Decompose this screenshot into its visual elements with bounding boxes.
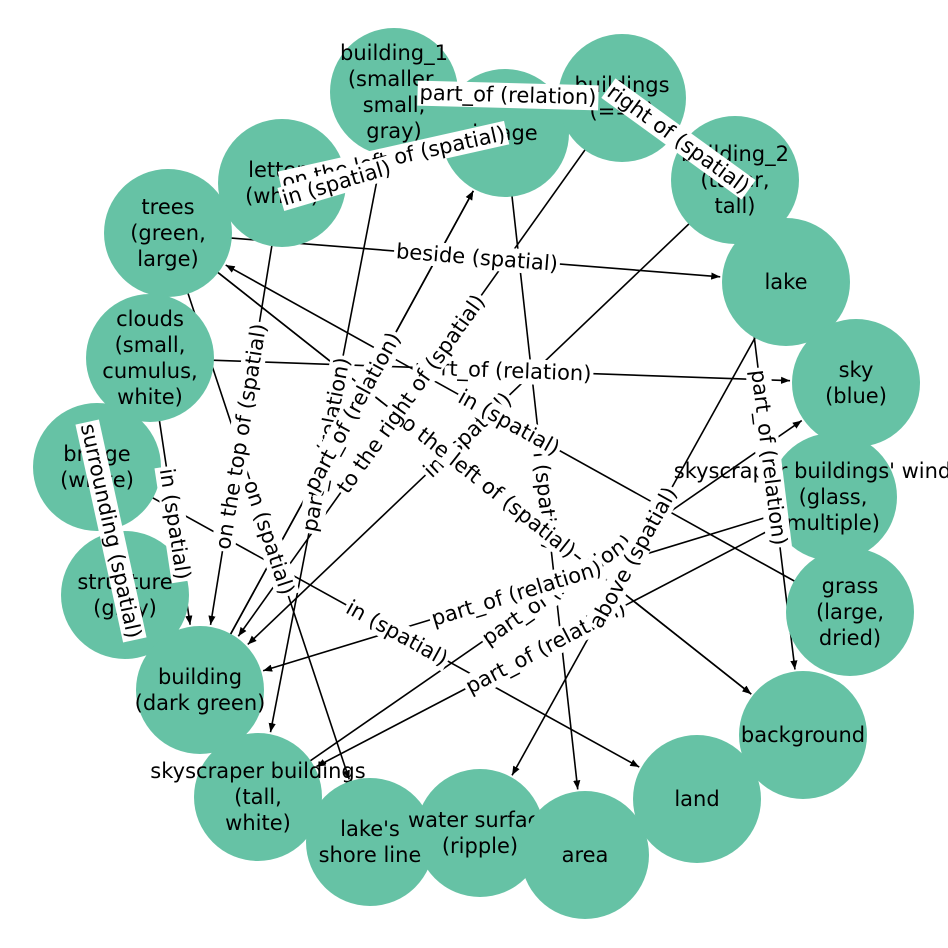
edge-label-background	[340, 594, 454, 672]
edge-label-background	[745, 366, 792, 549]
node-circle	[786, 548, 914, 676]
node-label-line: multiple)	[786, 511, 880, 535]
edge-label-background	[417, 80, 599, 111]
edge-label-background	[238, 475, 300, 600]
node-circle	[521, 791, 649, 919]
edge-label-background	[154, 464, 196, 584]
node-building: building(dark green)	[135, 626, 266, 754]
node-label-line: (green,	[130, 221, 206, 245]
node-lake: lake	[722, 218, 850, 346]
node-background: background	[739, 671, 867, 799]
node-label-line: tall)	[715, 194, 756, 218]
node-building_1: building_1(smaller,small,gray)	[330, 28, 458, 156]
node-label-line: grass	[822, 574, 879, 598]
node-label-line: lake's	[340, 817, 400, 841]
node-label-line: building_1	[340, 41, 448, 66]
node-label-line: skyscraper buildings	[150, 759, 365, 783]
node-label-line: cumulus,	[102, 359, 197, 383]
node-circle	[330, 28, 458, 156]
node-trees: trees(green,large)	[104, 169, 232, 297]
node-circle	[633, 735, 761, 863]
node-label-line: (large,	[816, 600, 884, 624]
edge-label-group: on (spatial)	[238, 475, 300, 600]
node-label-line: large)	[137, 247, 198, 271]
node-circle	[416, 769, 544, 897]
node-label-line: (dark green)	[135, 691, 266, 715]
node-label-line: white)	[117, 385, 183, 409]
edge-label: part_of (relation)	[419, 81, 596, 111]
node-circle	[792, 319, 920, 447]
edge-label-background	[298, 326, 408, 498]
edge-label-background	[75, 419, 147, 643]
node-circle	[104, 169, 232, 297]
edge-label: on (spatial)	[239, 477, 299, 598]
edge-label-background	[393, 238, 561, 277]
node-label-line: (glass,	[799, 485, 868, 509]
node-label-line: white)	[225, 811, 291, 835]
node-grass: grass(large,dried)	[786, 548, 914, 676]
node-label-line: background	[741, 723, 865, 747]
node-label-line: dried)	[819, 626, 881, 650]
node-label-line: land	[674, 787, 719, 811]
edge-label-background	[583, 481, 683, 634]
node-circle	[739, 671, 867, 799]
node-area: area	[521, 791, 649, 919]
edge-label-background	[210, 319, 272, 554]
node-label-line: clouds	[116, 307, 184, 331]
edge-label-group: part_of (relation)	[417, 80, 599, 111]
node-windows: skyscraper buildings' windows(glass,mult…	[674, 433, 948, 561]
node-label-line: gray)	[366, 119, 421, 143]
node-label-line: (tall,	[234, 785, 282, 809]
node-label-line: (small,	[115, 333, 186, 357]
node-circle	[722, 218, 850, 346]
node-circle	[769, 433, 897, 561]
node-label-line: small,	[363, 93, 426, 117]
node-label-line: trees	[141, 195, 194, 219]
node-label-line: sky	[839, 358, 874, 382]
node-label-line: area	[562, 843, 609, 867]
node-water: water surface(ripple)	[408, 769, 552, 897]
edge-label-background	[330, 288, 492, 500]
node-label-line: skyscraper buildings' windows	[674, 459, 948, 483]
edge-label-background	[452, 383, 566, 462]
node-clouds: clouds(small,cumulus,white)	[86, 294, 214, 422]
edge-label-background	[601, 78, 756, 200]
edge-label-group: beside (spatial)	[393, 238, 561, 277]
node-label-line: building	[158, 665, 242, 689]
edge-label-background	[412, 355, 594, 387]
node-skyscrapers: skyscraper buildings(tall,white)	[150, 733, 366, 861]
node-circle	[306, 778, 434, 906]
node-sky: sky(blue)	[792, 319, 920, 447]
edge-label: beside (spatial)	[395, 239, 559, 276]
edge-label-background	[277, 154, 396, 212]
node-circle	[194, 733, 322, 861]
node-label-line: lake	[764, 270, 807, 294]
edge-label-background	[426, 555, 607, 633]
node-circle	[86, 294, 214, 422]
node-land: land	[633, 735, 761, 863]
node-label-line: (blue)	[825, 384, 887, 408]
edge-label-background	[389, 404, 582, 564]
node-circle	[136, 626, 264, 754]
node-label-line: (ripple)	[442, 834, 518, 858]
node-label-line: shore line	[319, 843, 422, 867]
